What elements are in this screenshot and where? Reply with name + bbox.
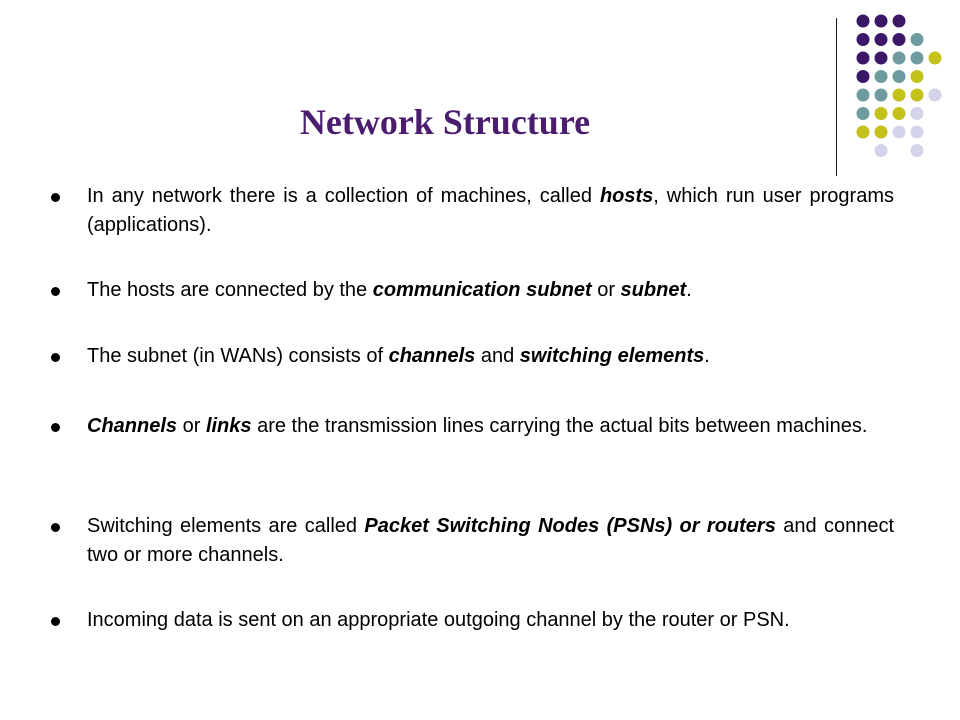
bullet-text: The hosts are connected by the: [87, 279, 373, 301]
bullet-text: and connect two or more channels.: [87, 515, 894, 566]
bullet-text: Incoming data is sent on an appropriate …: [87, 609, 790, 631]
decorative-dot: [892, 88, 906, 102]
bullet-text: Switching elements are called: [87, 515, 365, 537]
bullet-emphasis: Channels: [87, 415, 178, 437]
decorative-dot: [856, 33, 870, 46]
decorative-dot: [892, 51, 906, 65]
bullet-emphasis: communication subnet: [372, 279, 592, 301]
bullet-emphasis: Packet Switching Nodes (PSNs) or routers: [364, 515, 776, 537]
bullet-emphasis: channels: [388, 345, 476, 367]
decorative-dot: [910, 33, 924, 46]
bullet-item: The subnet (in WANs) consists of channel…: [51, 342, 894, 371]
decorative-dot: [910, 144, 924, 157]
decorative-dot: [910, 107, 924, 120]
bullet-emphasis: switching elements: [519, 345, 705, 367]
decorative-dot: [928, 51, 942, 65]
bullet-text: In any network there is a collection of …: [87, 185, 600, 207]
decorative-dot: [856, 107, 870, 120]
bullet-item: Channels or links are the transmission l…: [51, 412, 894, 441]
decorative-dot: [892, 107, 906, 120]
decorative-dot: [874, 51, 888, 65]
bullet-emphasis: subnet: [620, 279, 687, 301]
decorative-dot: [892, 125, 906, 139]
decorative-dot: [910, 125, 924, 139]
decorative-dot: [928, 88, 942, 102]
decorative-dot: [856, 88, 870, 102]
decorative-dot: [874, 107, 888, 120]
bullet-item: In any network there is a collection of …: [51, 182, 895, 240]
decorative-dot: [874, 70, 888, 83]
bullet-text: .: [686, 279, 692, 301]
bullet-item: Switching elements are called Packet Swi…: [51, 512, 894, 570]
decorative-dot: [874, 88, 888, 102]
bullet-text: , which run user programs (applications)…: [87, 185, 895, 236]
decorative-dot: [892, 33, 906, 46]
decorative-dot: [874, 14, 888, 28]
bullet-text: and: [475, 345, 520, 367]
bullet-text: The subnet (in WANs) consists of: [87, 345, 389, 367]
decorative-dot: [874, 33, 888, 46]
bullet-text: are the transmission lines carrying the …: [251, 415, 868, 437]
bullet-emphasis: hosts: [599, 185, 654, 207]
bullet-item: The hosts are connected by the communica…: [51, 276, 894, 305]
slide-title: Network Structure: [299, 102, 591, 142]
bullet-text: or: [591, 279, 621, 301]
bullet-text: .: [704, 345, 710, 367]
decorative-dot: [856, 51, 870, 65]
decorative-dot: [910, 88, 924, 102]
decorative-dot: [874, 144, 888, 157]
bullet-emphasis: links: [205, 415, 252, 437]
decorative-dot: [856, 70, 870, 83]
decorative-dot: [892, 14, 906, 28]
decorative-dot: [874, 125, 888, 139]
bullet-item: Incoming data is sent on an appropriate …: [51, 606, 894, 635]
decorative-dot: [910, 51, 924, 65]
divider-line: [836, 18, 837, 176]
decorative-dot: [856, 14, 870, 28]
decorative-dot: [892, 70, 906, 83]
bullet-text: or: [177, 415, 206, 437]
decorative-dot: [856, 125, 870, 139]
decorative-dot: [910, 70, 924, 83]
